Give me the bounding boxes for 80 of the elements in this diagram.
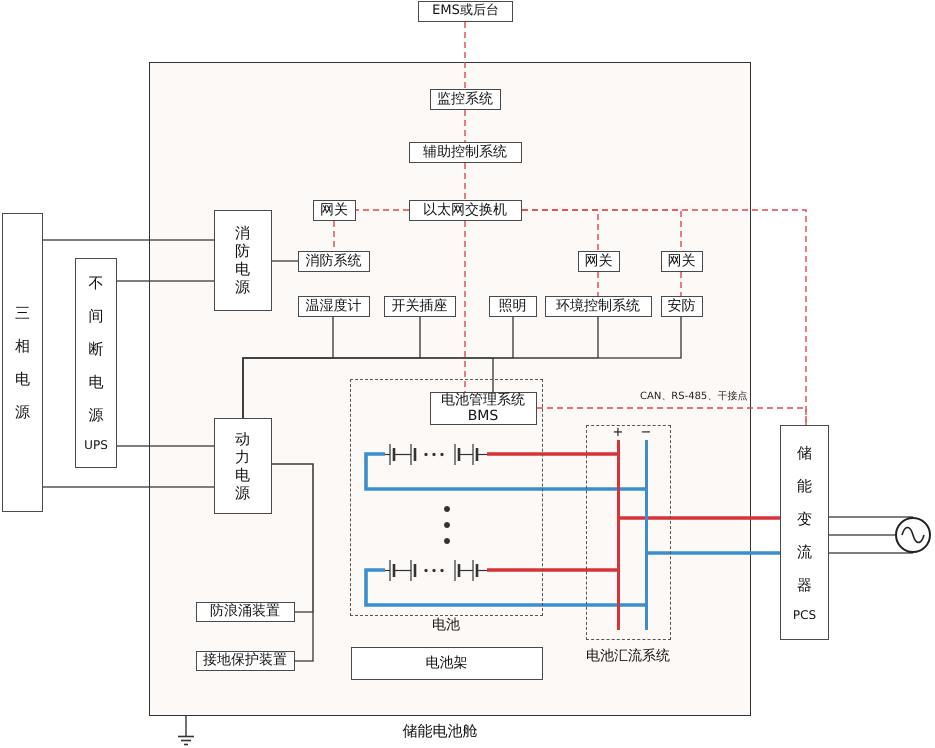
box-label: 开关插座 — [392, 298, 448, 314]
connector-line — [272, 463, 314, 662]
battery-rack-box — [350, 646, 542, 680]
device-box — [298, 250, 370, 272]
battery-string — [384, 442, 486, 466]
box-label: 电池架 — [426, 654, 468, 672]
connector-line — [648, 551, 780, 555]
dashed-connector-line — [597, 272, 599, 296]
box-label: 网关 — [320, 202, 348, 218]
bms-box — [430, 392, 536, 424]
system-box — [408, 142, 522, 162]
ac-grid-symbol — [895, 517, 931, 553]
polarity-sign: − — [640, 426, 652, 438]
dashed-connector-line — [464, 110, 466, 142]
vertical-label: 动力电源 — [235, 430, 250, 502]
group-label: 电池 — [432, 616, 460, 633]
dashed-connector-line — [537, 407, 807, 425]
box-label: 安防 — [668, 298, 696, 314]
dashed-connector-line — [464, 163, 466, 200]
connector-line — [364, 568, 645, 607]
box-label: 辅助控制系统 — [423, 144, 507, 160]
connector-line — [487, 568, 617, 572]
vertical-label: 消防电源 — [235, 224, 250, 296]
vertical-label: 三相电源 — [15, 302, 30, 422]
connector-line — [620, 516, 780, 520]
dashed-connector-line — [464, 221, 466, 392]
dashed-connector-line — [680, 272, 682, 296]
device-box — [196, 650, 294, 670]
connector-line — [364, 452, 645, 491]
connector-line — [829, 534, 895, 536]
system-box — [430, 88, 500, 110]
vertical-label: 储能变流器 — [797, 442, 812, 596]
box-label: 网关 — [584, 252, 612, 270]
box-label: 接地保护装置 — [203, 652, 287, 669]
connector-line — [117, 280, 214, 282]
platform-box — [418, 1, 513, 22]
battery-string — [384, 558, 486, 582]
box-label: 温湿度计 — [306, 298, 362, 314]
ups-box — [75, 258, 117, 468]
device-box — [384, 296, 456, 316]
box-label: 消防系统 — [306, 252, 362, 270]
box-label: 照明 — [498, 298, 526, 314]
power-supply-box — [214, 418, 272, 514]
box-label: 环境控制系统 — [556, 298, 640, 314]
device-box — [196, 602, 294, 622]
gateway-box — [660, 250, 702, 272]
gateway-box — [312, 200, 356, 220]
box-label: UPS — [84, 437, 108, 454]
device-box — [298, 296, 370, 316]
box-label: 以太网交换机 — [423, 202, 507, 218]
connector-line — [829, 552, 913, 554]
converter-box — [780, 425, 829, 640]
switch-box — [408, 200, 522, 220]
box-label: BMS — [468, 408, 498, 424]
dashed-connector-line — [356, 209, 409, 211]
box-label: EMS或后台 — [432, 4, 499, 19]
connector-line — [43, 239, 214, 241]
box-label: 防浪涌装置 — [210, 603, 280, 620]
connector-line — [43, 486, 214, 488]
device-box — [544, 296, 652, 316]
device-box — [660, 296, 702, 316]
polarity-sign: + — [612, 426, 624, 438]
box-label: 监控系统 — [437, 90, 493, 108]
gateway-box — [578, 250, 620, 272]
box-label: 电池管理系统 — [441, 392, 525, 408]
cabin-label: 储能电池舱 — [402, 723, 478, 740]
connector-line — [242, 357, 494, 418]
power-supply-box — [214, 210, 272, 310]
dashed-connector-line — [464, 22, 466, 89]
device-box — [488, 296, 536, 316]
connector-line — [117, 445, 214, 447]
box-label: 网关 — [668, 252, 696, 270]
edge-label: CAN、RS-485、干接点 — [638, 391, 750, 403]
power-source-box — [2, 213, 43, 512]
connector-line — [272, 260, 298, 262]
connector-line — [829, 516, 913, 518]
connector-line — [487, 452, 617, 456]
box-label: PCS — [792, 606, 816, 624]
vertical-label: 不间断电源 — [88, 273, 104, 426]
group-label: 电池汇流系统 — [586, 648, 670, 664]
